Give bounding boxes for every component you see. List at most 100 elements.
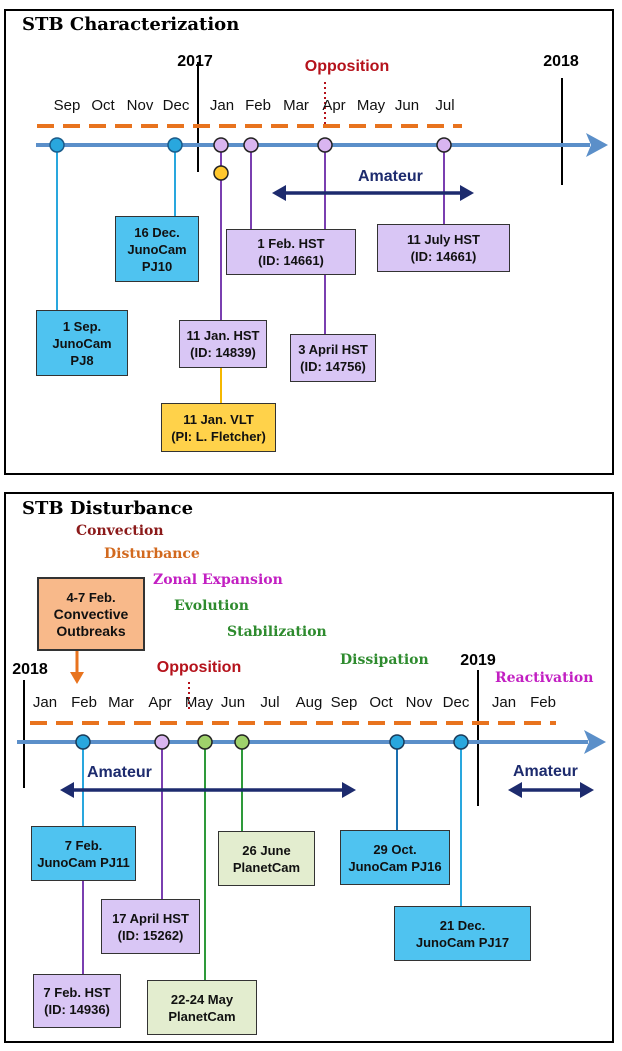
month-label: Mar [108,694,134,711]
event-box-11-july-hst: 11 July HST (ID: 14661) [377,224,510,272]
event-marker [213,165,229,181]
event-marker [167,137,183,153]
event-box-3-april-hst: 3 April HST (ID: 14756) [290,334,376,382]
month-label: May [184,694,214,711]
month-label: Nov [405,694,433,711]
amateur-arrow-right [460,185,474,201]
box-line: 29 Oct. [373,841,417,857]
month-label: Apr [322,97,346,114]
month-label: Nov [126,97,154,114]
box-line: 7 Feb. [64,837,103,853]
event-box-22-24-may-planetcam: 22-24 May PlanetCam [147,980,257,1035]
year-label-2018: 2018 [12,661,48,678]
arrow-left [60,782,74,798]
event-marker [389,734,405,750]
year-label-2018: 2018 [543,53,579,70]
month-label: Feb [245,97,271,114]
box-line: JunoCam PJ11 [37,854,130,870]
month-label: Jan [32,694,58,711]
box-line: 11 Jan. HST [186,328,260,343]
month-label: Oct [91,97,115,114]
event-box-1-sep: 1 Sep. JunoCam PJ8 [36,310,128,376]
box-line: 11 July HST [407,232,480,247]
amateur-label: Amateur [358,168,423,185]
box-line: 16 Dec. [134,224,180,240]
event-box-16-dec: 16 Dec. JunoCam PJ10 [115,216,199,282]
box-line: 1 Sep. [62,318,102,334]
month-label: May [356,97,386,114]
event-marker [197,734,213,750]
box-line: JunoCam PJ16 [348,858,442,874]
event-marker [436,137,452,153]
month-label: Dec [162,97,190,114]
box-line: JunoCam [127,241,187,257]
panel-bottom-frame [4,492,614,1043]
year-label-2019: 2019 [460,652,496,669]
arrow-right [580,782,594,798]
box-line: Convective [53,605,129,622]
box-line: JunoCam PJ17 [415,934,510,950]
event-marker [213,137,229,153]
event-box-29-oct-junocam: 29 Oct. JunoCam PJ16 [340,830,450,885]
month-label: Jun [394,97,420,114]
event-marker [49,137,65,153]
box-line: 17 April HST [112,910,189,926]
arrow-left [508,782,522,798]
phase-evolution: Evolution [174,598,249,614]
arrow-right [342,782,356,798]
box-line: 1 Feb. HST [257,236,325,251]
box-line: 21 Dec. [439,917,486,933]
box-line: PJ8 [70,352,94,368]
event-box-21-dec-junocam: 21 Dec. JunoCam PJ17 [394,906,531,961]
event-box-11-jan-vlt: 11 Jan. VLT (PI: L. Fletcher) [161,403,276,452]
event-box-7-feb-hst: 7 Feb. HST (ID: 14936) [33,974,121,1028]
box-line: Outbreaks [56,622,126,639]
phase-dissipation: Dissipation [340,652,429,668]
box-line: (ID: 14936) [44,1002,110,1017]
phase-disturbance: Disturbance [104,546,200,562]
amateur-arrow-left [272,185,286,201]
year-label-2017: 2017 [177,53,213,70]
event-box-17-april-hst: 17 April HST (ID: 15262) [101,899,200,954]
month-label: Jan [209,97,235,114]
amateur-label: Amateur [87,764,152,781]
box-line: 4-7 Feb. [66,589,116,605]
amateur-label-2019: Amateur [513,763,578,780]
box-line: PlanetCam [232,859,301,875]
opposition-label-bottom: Opposition [156,659,242,676]
box-line: (ID: 14661) [410,249,477,264]
box-line: 22-24 May [170,991,234,1007]
event-box-7-feb-junocam: 7 Feb. JunoCam PJ11 [31,826,136,881]
month-label: Jun [220,694,246,711]
phase-convection: Convection [76,523,164,539]
month-label: Mar [283,97,309,114]
box-line: (ID: 15262) [117,927,184,943]
box-line: (ID: 14839) [190,345,256,360]
event-box-1-feb-hst: 1 Feb. HST (ID: 14661) [226,229,356,275]
month-label: Sep [53,97,81,114]
month-label: Jan [491,694,517,711]
month-label: Apr [148,694,172,711]
panel-title-top: STB Characterization [22,14,240,35]
event-marker [243,137,259,153]
phase-zonal-expansion: Zonal Expansion [153,572,283,588]
event-marker [154,734,170,750]
month-label: Feb [530,694,556,711]
month-label: Aug [295,694,323,711]
month-label: Feb [71,694,97,711]
month-label: Oct [369,694,393,711]
event-marker [75,734,91,750]
box-line: 11 Jan. VLT [183,411,254,427]
month-label: Jul [435,97,455,114]
panel-top-frame [4,9,614,475]
box-line: PlanetCam [168,1008,236,1024]
box-line: (ID: 14661) [258,253,324,268]
timeline-arrowhead [586,133,608,157]
box-line: 26 June [242,842,291,858]
box-line: PJ10 [141,258,173,274]
month-label: Sep [330,694,358,711]
box-line: (PI: L. Fletcher) [171,428,266,444]
phase-reactivation: Reactivation [495,670,594,686]
box-line: 3 April HST [298,342,368,357]
